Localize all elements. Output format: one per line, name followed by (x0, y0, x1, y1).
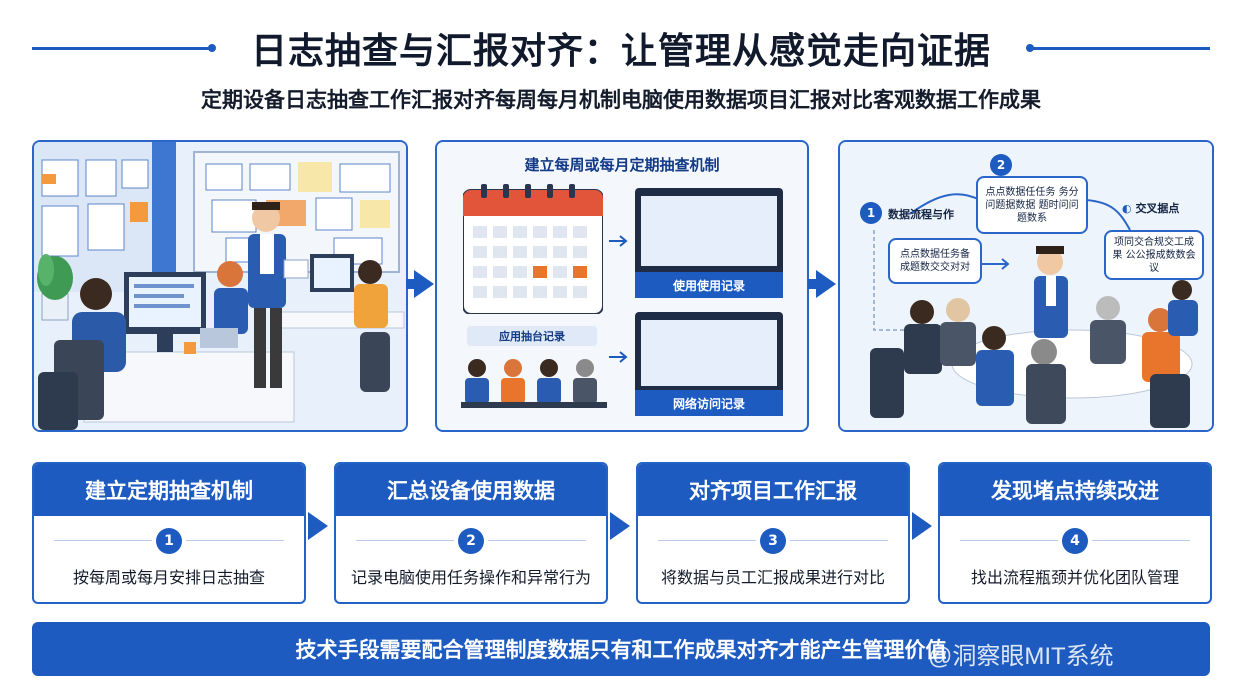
arrow-right-icon (609, 351, 628, 363)
task-data-bubble: 点点数据任任务 务分问题据数据 题时问问题数系 (976, 176, 1088, 234)
flow-arrow-2 (816, 270, 836, 298)
step-arrow-3 (912, 512, 932, 540)
header-line-right (1030, 47, 1210, 50)
step-badge-2: 2 (990, 154, 1012, 176)
step-title-3: 对齐项目工作汇报 (638, 464, 908, 516)
step-card-3: 对齐项目工作汇报 3 将数据与员工汇报成果进行对比 (636, 462, 910, 604)
flow-arrow-2-stem (808, 279, 820, 289)
flow-arrow-1 (414, 270, 434, 298)
team-meeting-illustration (461, 359, 607, 408)
office-scene-illustration (34, 142, 406, 430)
network-records-screen: 网络访问记录 (635, 312, 783, 416)
cross-check-label: ◐ 交叉据点 (1122, 202, 1180, 215)
footer-text: 技术手段需要配合管理制度数据只有和工作成果对齐才能产生管理价值 (295, 638, 947, 662)
step-desc-1: 按每周或每月安排日志抽查 (72, 568, 265, 587)
usage-records-label: 使用使用记录 (635, 272, 783, 298)
arrow-right-icon (609, 235, 628, 247)
step-number-1: 1 (156, 528, 182, 554)
step-desc-3: 将数据与员工汇报成果进行对比 (660, 568, 885, 587)
data-flow-label: 数据流程与作 (888, 208, 954, 221)
step-badge-1: 1 (860, 202, 882, 224)
header-line-left (32, 47, 212, 50)
step-card-1: 建立定期抽查机制 1 按每周或每月安排日志抽查 (32, 462, 306, 604)
usage-records-table (641, 196, 777, 266)
network-records-table (641, 320, 777, 386)
step-number-3: 3 (760, 528, 786, 554)
mechanism-panel: 建立每周或每月定期抽查机制 使用使用记录 网络访问记录 (435, 140, 809, 432)
step-title-4: 发现堵点持续改进 (940, 464, 1210, 516)
data-review-meeting-panel: 1 数据流程与作 2 点点数据任任务 务分问题据数据 题时问问题数系 点点数据任… (838, 140, 1214, 432)
step-number-2: 2 (458, 528, 484, 554)
office-illustration-panel (32, 140, 408, 432)
meeting-records-label: 应用抽台记录 (467, 326, 597, 346)
network-records-label: 网络访问记录 (635, 390, 783, 416)
footer-banner: 技术手段需要配合管理制度数据只有和工作成果对齐才能产生管理价值 (32, 622, 1210, 676)
step-title-2: 汇总设备使用数据 (336, 464, 606, 516)
header-dot-left (208, 44, 216, 52)
step-desc-2: 记录电脑使用任务操作和异常行为 (350, 568, 591, 587)
page-title: 日志抽查与汇报对齐：让管理从感觉走向证据 (250, 31, 991, 72)
calendar-icon (463, 184, 603, 314)
step-card-2: 汇总设备使用数据 2 记录电脑使用任务操作和异常行为 (334, 462, 608, 604)
step-number-4: 4 (1062, 528, 1088, 554)
step-card-4: 发现堵点持续改进 4 找出流程瓶颈并优化团队管理 (938, 462, 1212, 604)
meeting-result-bubble: 项同交合规交工成果 公公报成数数会议 (1104, 230, 1204, 280)
page-subtitle: 定期设备日志抽查工作汇报对齐每周每月机制电脑使用数据项目汇报对比客观数据工作成果 (201, 88, 1041, 112)
usage-records-screen: 使用使用记录 (635, 188, 783, 298)
step-arrow-2 (610, 512, 630, 540)
mechanism-panel-title: 建立每周或每月定期抽查机制 (524, 156, 720, 174)
watermark: @洞察眼MIT系统 (928, 643, 1114, 670)
step-title-1: 建立定期抽查机制 (34, 464, 304, 516)
step-arrow-1 (308, 512, 328, 540)
data-comparison-bubble: 点点数据任务备 成题数交交对对 (888, 238, 982, 284)
cross-check-icon: ◐ (1122, 202, 1136, 215)
flow-arrow-1-stem (406, 279, 418, 289)
step-desc-4: 找出流程瓶颈并优化团队管理 (970, 568, 1179, 587)
header-dot-right (1026, 44, 1034, 52)
